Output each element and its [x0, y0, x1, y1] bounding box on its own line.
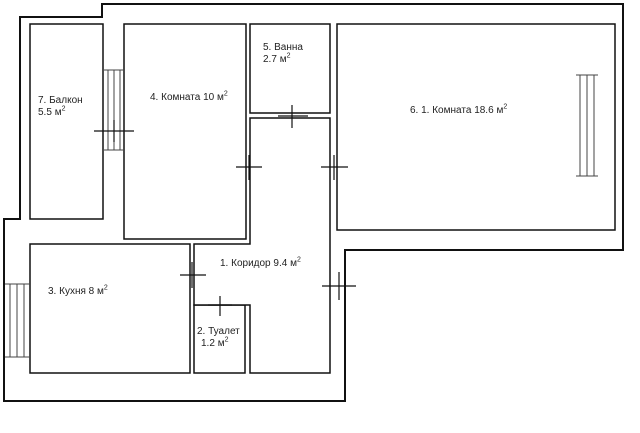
room-large: [336, 23, 616, 231]
label-balcony: 7. Балкон 5.5 м2: [38, 95, 83, 118]
window-kitchen: [5, 283, 30, 358]
room-bath: [249, 23, 331, 114]
window-large-room: [576, 74, 598, 177]
label-bath: 5. Ванна 2.7 м2: [263, 42, 303, 65]
label-toilet: 2. Туалет 1.2 м2: [197, 326, 240, 349]
room-small: [123, 23, 247, 240]
label-kitchen: 3. Кухня 8 м2: [48, 284, 108, 297]
room-corridor: [193, 117, 331, 374]
door-marks: [94, 105, 356, 316]
label-room-large: 6. 1. Комната 18.6 м2: [410, 103, 508, 116]
room-kitchen: [29, 243, 191, 374]
room-toilet: [193, 304, 246, 374]
label-room-small: 4. Комната 10 м2: [150, 90, 228, 103]
label-corridor: 1. Коридор 9.4 м2: [220, 256, 301, 269]
room-balcony: [29, 23, 104, 220]
